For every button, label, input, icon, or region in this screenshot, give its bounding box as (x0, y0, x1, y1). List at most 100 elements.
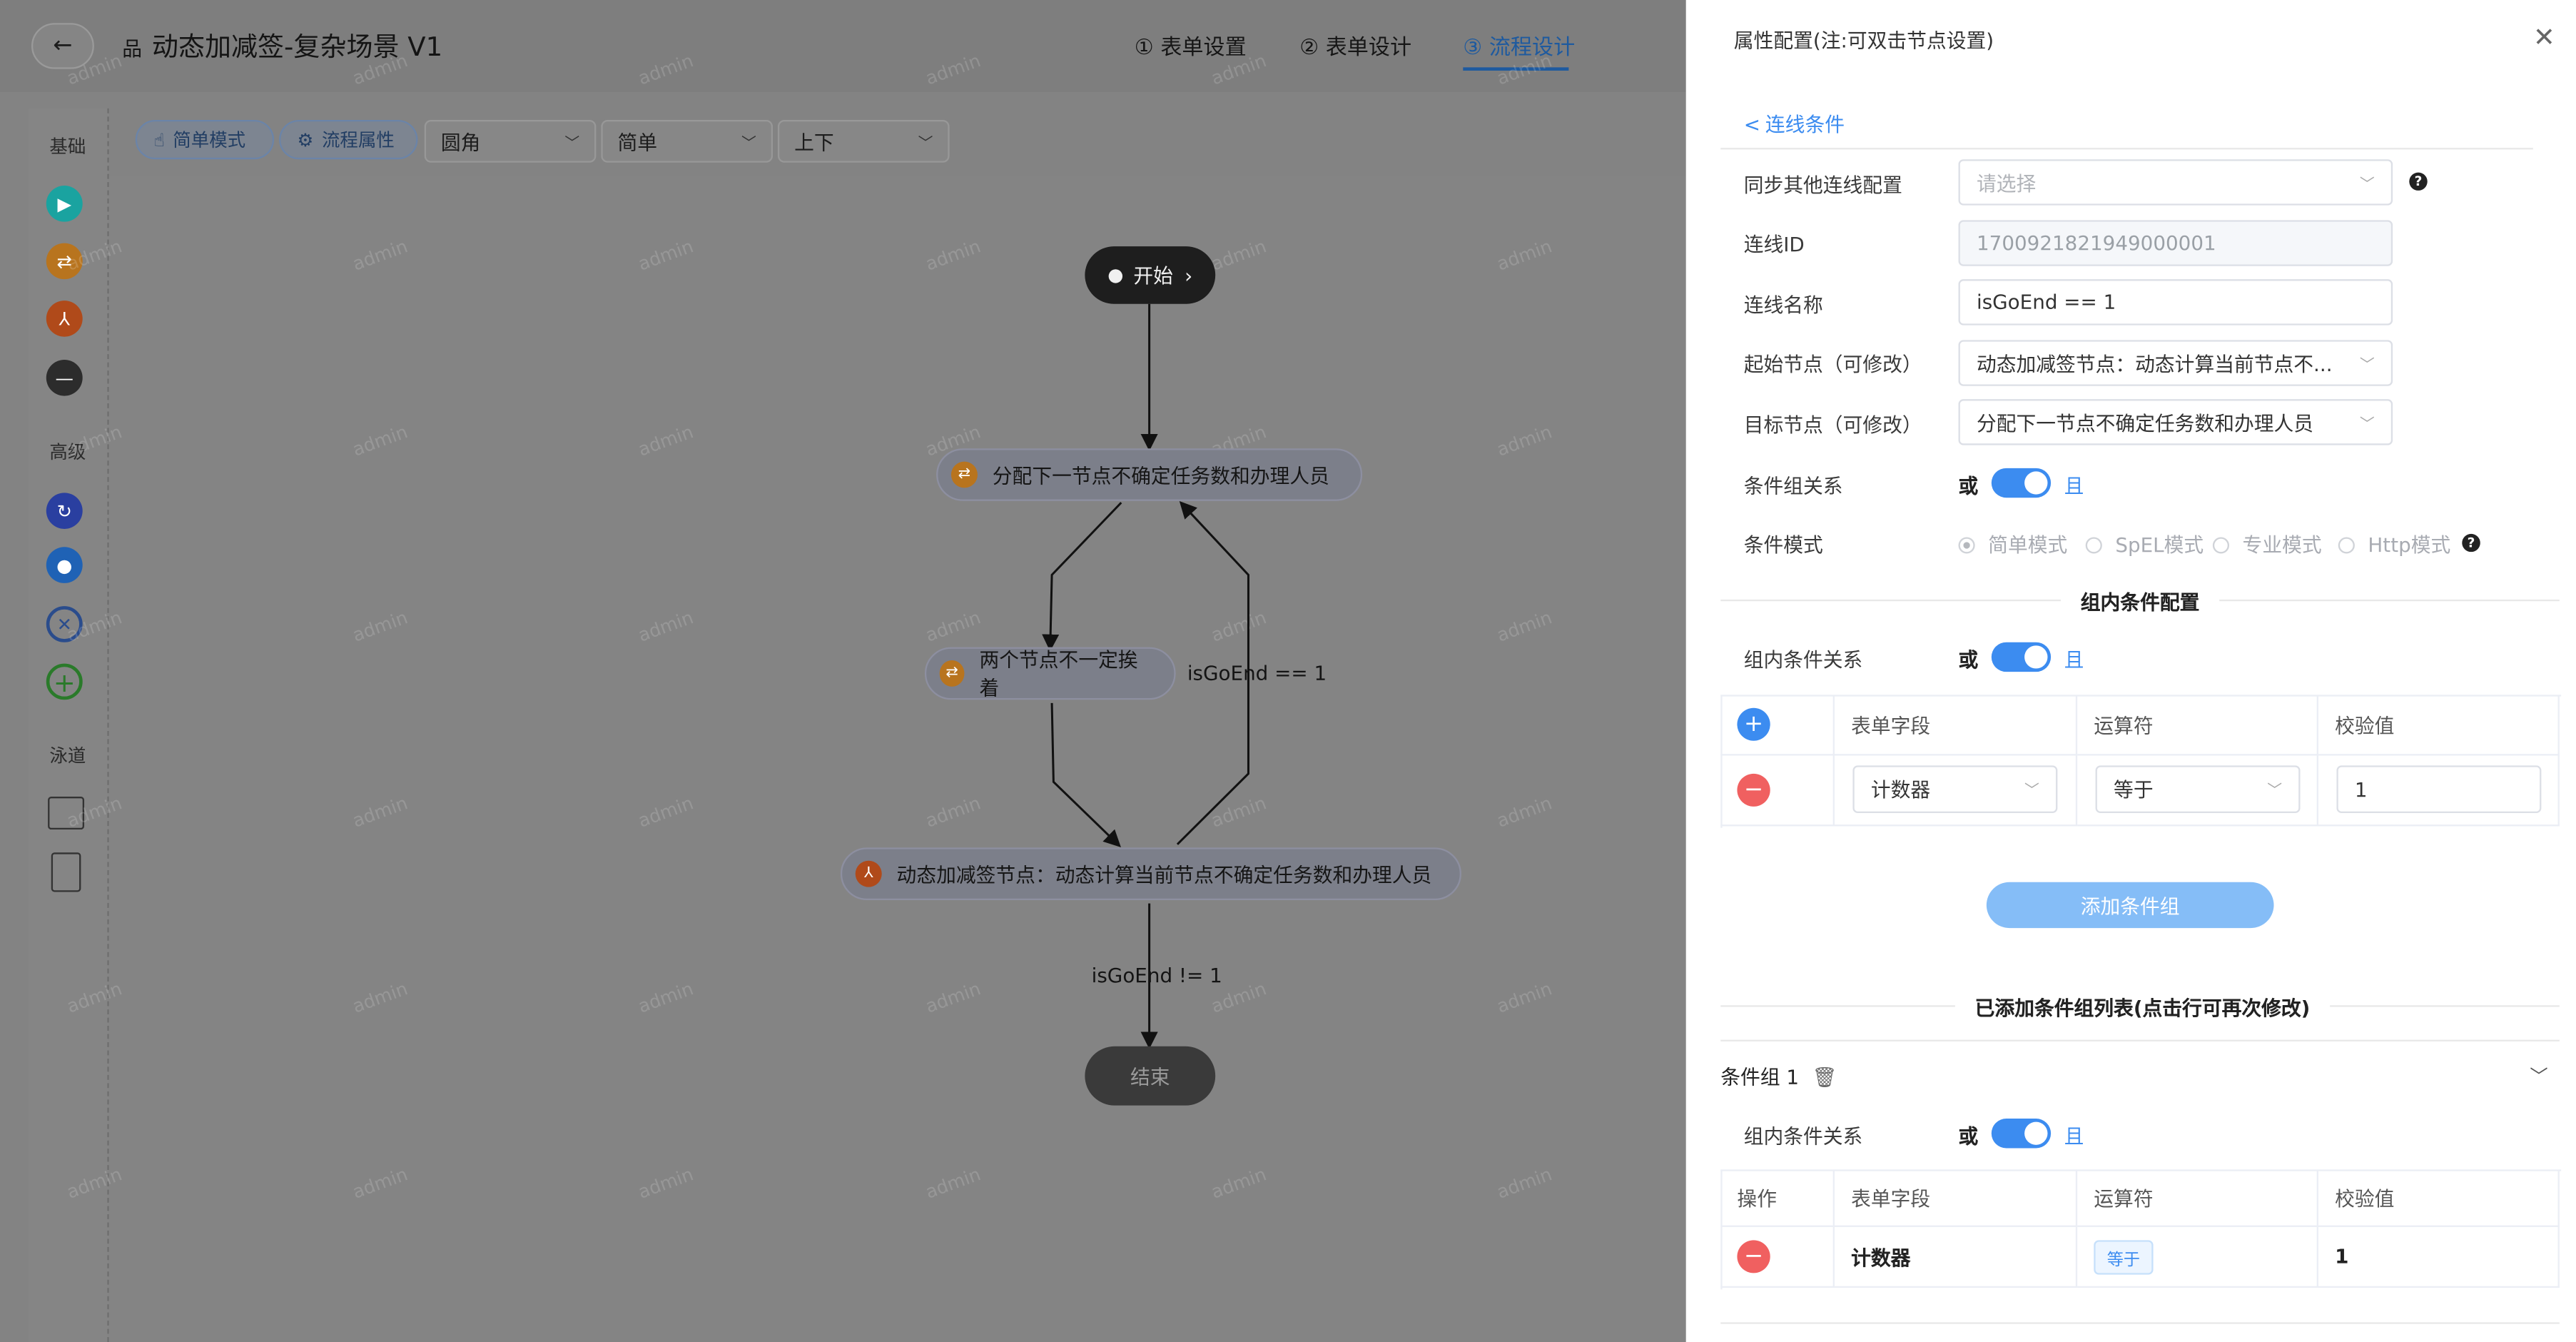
palette-group-lane: 泳道 (49, 745, 86, 767)
edge-assign-to-mid[interactable] (1042, 502, 1122, 652)
panel-title: 属性配置(注:可双击节点设置) (1733, 29, 1994, 53)
row-remove-cell: − (1720, 755, 1835, 827)
play-icon[interactable]: ▶ (46, 186, 83, 222)
sync-placeholder: 请选择 (1976, 171, 2037, 195)
table-header: 表单字段 (1834, 1169, 2078, 1227)
table-header: 校验值 (2318, 1169, 2560, 1227)
edge-mid-to-dynamic[interactable] (1050, 702, 1121, 847)
chevron-down-icon[interactable]: ﹀ (2530, 1066, 2548, 1088)
help-icon[interactable]: ? (2409, 172, 2428, 191)
table-header: 运算符 (2077, 1169, 2318, 1227)
list-divider (1720, 1039, 2560, 1041)
edge-dynamic-to-assign[interactable] (1176, 501, 1249, 845)
theme-value: 简单 (617, 130, 658, 154)
user-icon[interactable]: ● (46, 547, 83, 583)
group-rel-label: 条件组关系 (1743, 475, 1843, 498)
target-select[interactable]: 分配下一节点不确定任务数和办理人员 ﹀ (1958, 399, 2393, 445)
source-select[interactable]: 动态加减签节点：动态计算当前节点不...﹀ (1958, 340, 2393, 386)
back-button[interactable]: ← (31, 23, 94, 69)
parallel-gateway-icon[interactable]: + (46, 663, 83, 700)
radio-dot (2212, 536, 2230, 553)
subprocess-icon[interactable]: ↻ (46, 493, 83, 529)
multi-sign-icon[interactable]: ⅄ (46, 301, 83, 337)
flow-canvas[interactable] (108, 176, 1686, 1342)
remove-condition-button[interactable]: − (1737, 773, 1770, 807)
tab-form-design[interactable]: ② 表单设计 (1299, 36, 1412, 61)
tab-edge-condition-label: 连线条件 (1765, 113, 1845, 136)
end-node-label: 结束 (1130, 1065, 1170, 1089)
remove-row-button[interactable]: − (1737, 1240, 1770, 1273)
group1-rel-toggle[interactable] (1991, 1119, 2052, 1149)
operator-value: 等于 (2114, 778, 2154, 802)
group-1-title[interactable]: 条件组 1 🗑 (1720, 1063, 1837, 1091)
edge-label-down[interactable]: isGoEnd != 1 (1091, 964, 1222, 987)
operator-select[interactable]: 等于﹀ (2095, 765, 2301, 814)
group-list-table (1720, 1169, 2562, 1290)
flow-props-button[interactable]: ⚙流程属性 (279, 119, 418, 160)
table-cell (2077, 755, 2318, 827)
value-input[interactable]: 1 (2336, 765, 2542, 814)
user-task-icon[interactable]: ⇄ (46, 243, 83, 280)
mode-pro-radio[interactable]: 专业模式 (2212, 530, 2322, 558)
group-1-title-text: 条件组 1 (1720, 1066, 1800, 1089)
direction-select[interactable]: 上下﹀ (777, 119, 950, 163)
assign-node[interactable]: ⇄分配下一节点不确定任务数和办理人员 (936, 448, 1363, 501)
add-group-button[interactable]: 添加条件组 (1986, 882, 2274, 929)
end-icon[interactable]: — (46, 359, 83, 396)
mode-http-radio[interactable]: Http模式 (2338, 530, 2450, 558)
table-row[interactable]: − (1720, 1226, 1835, 1288)
edge-style-select[interactable]: 圆角﹀ (424, 119, 597, 163)
simple-mode-label: 简单模式 (173, 129, 246, 151)
active-tab-indicator (1463, 67, 1569, 71)
sync-label: 同步其他连线配置 (1743, 173, 1902, 198)
tab-form-settings[interactable]: ① 表单设置 (1134, 36, 1247, 61)
trash-icon[interactable]: 🗑 (1812, 1066, 1837, 1089)
chevron-down-icon: ﹀ (2359, 416, 2375, 433)
group-rel-toggle[interactable] (1991, 468, 2052, 498)
lane-vertical-icon[interactable] (51, 852, 81, 892)
radio-dot (2338, 536, 2355, 553)
lane-horizontal-icon[interactable] (48, 797, 85, 830)
or-label: 或 (1958, 475, 1979, 498)
dynamic-node[interactable]: ⅄动态加减签节点：动态计算当前节点不确定任务数和办理人员 (840, 847, 1461, 901)
chevron-down-icon: ﹀ (918, 135, 933, 152)
table-cell: 计数器 (1834, 1226, 2078, 1288)
inner-rel-toggle[interactable] (1991, 642, 2052, 672)
assign-node-label: 分配下一节点不确定任务数和办理人员 (992, 464, 1329, 488)
tab-divider (1720, 148, 2533, 150)
name-input[interactable]: isGoEnd == 1 (1958, 279, 2393, 326)
tab-flow-design[interactable]: ③ 流程设计 (1463, 36, 1576, 61)
mid-node-label: 两个节点不一定挨着 (979, 648, 1138, 700)
table-cell (2318, 755, 2560, 827)
page-title: 品动态加减签-复杂场景 V1 (122, 25, 442, 64)
page-title-text: 动态加减签-复杂场景 V1 (151, 31, 443, 63)
field-select[interactable]: 计数器﹀ (1852, 765, 2058, 814)
mode-simple-radio[interactable]: 简单模式 (1958, 530, 2068, 558)
mode-spel-radio[interactable]: SpEL模式 (2085, 530, 2204, 558)
sync-select[interactable]: 请选择﹀ (1958, 159, 2393, 206)
edge-label-back[interactable]: isGoEnd == 1 (1187, 662, 1327, 685)
name-value: isGoEnd == 1 (1976, 291, 2116, 314)
header-bar (0, 0, 1686, 92)
mode-pro-label: 专业模式 (2242, 533, 2322, 558)
tab-edge-condition[interactable]: <连线条件 (1744, 110, 1845, 138)
name-label: 连线名称 (1743, 293, 1823, 318)
close-icon[interactable]: ✕ (2532, 21, 2555, 53)
end-node[interactable]: 结束 (1085, 1046, 1216, 1106)
mode-simple-label: 简单模式 (1988, 533, 2068, 558)
condition-editor-table (1720, 695, 2562, 828)
theme-select[interactable]: 简单﹀ (601, 119, 773, 163)
bottom-divider (1720, 1322, 2560, 1324)
and-label: 且 (2064, 475, 2084, 498)
simple-mode-button[interactable]: ☝简单模式 (135, 119, 275, 160)
mid-node[interactable]: ⇄两个节点不一定挨着 (924, 647, 1176, 700)
target-value: 分配下一节点不确定任务数和办理人员 (1976, 411, 2314, 435)
add-condition-button[interactable]: + (1737, 707, 1770, 741)
multi-sign-icon: ⅄ (855, 860, 882, 887)
help-icon[interactable]: ? (2462, 533, 2480, 553)
field-value: 计数器 (1870, 778, 1931, 802)
start-node[interactable]: ●开始› (1085, 246, 1216, 304)
exclusive-gateway-icon[interactable]: ✕ (46, 606, 83, 642)
table-cell: 等于 (2077, 1226, 2318, 1288)
